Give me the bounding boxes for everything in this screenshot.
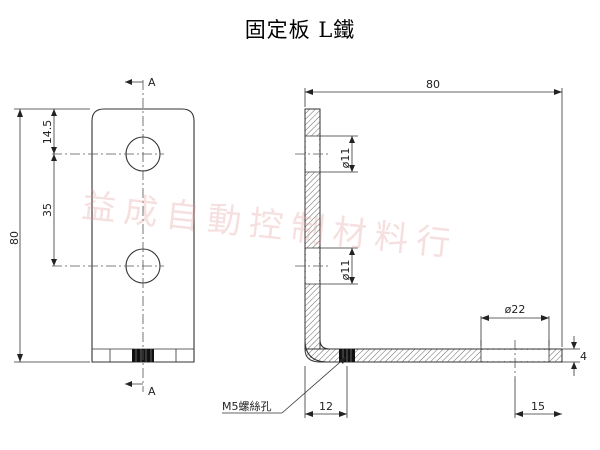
dim-end-offset: 15: [531, 400, 545, 413]
drawing-title: 固定板 L鐵: [244, 18, 356, 42]
dim-length: 80: [426, 78, 440, 91]
section-label-bottom: A: [148, 385, 156, 398]
front-view: A A 80 14.5 35: [8, 76, 195, 398]
dim-thread-offset: 12: [319, 400, 333, 413]
dim-hole-spacing: 35: [41, 203, 54, 217]
callout-leader: [281, 356, 347, 414]
dim-slot-dia: ø22: [505, 303, 526, 316]
dim-hole-dia-upper: ø11: [339, 148, 352, 169]
side-view: ø11 ø11 80: [222, 78, 587, 418]
section-label-top: A: [148, 76, 156, 89]
dim-top-offset: 14.5: [41, 120, 54, 145]
plate-outline: [91, 108, 195, 363]
section-arrow-bottom: [125, 381, 132, 387]
dim-overall-height: 80: [8, 231, 21, 245]
dim-thickness: 4: [580, 350, 587, 363]
callout-label: M5螺絲孔: [222, 399, 272, 413]
section-arrow-top: [125, 79, 132, 85]
dim-hole-dia-lower: ø11: [339, 260, 352, 281]
